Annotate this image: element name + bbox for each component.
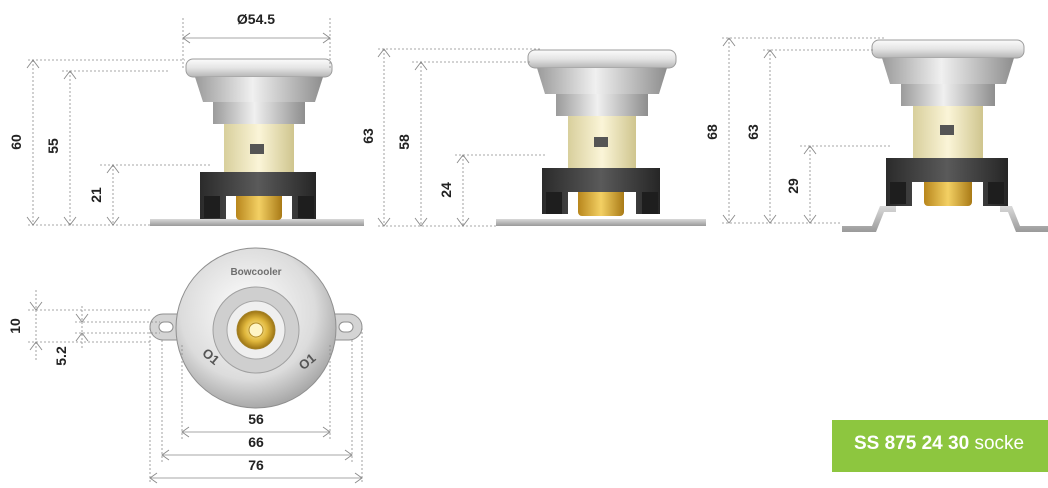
hole-offset-label: 5.2 bbox=[53, 346, 69, 366]
product-banner: SS 875 24 30 socke bbox=[832, 420, 1048, 472]
base-height-label: 24 bbox=[438, 182, 454, 198]
flange-thickness-label: 10 bbox=[7, 318, 23, 334]
base-height-label: 21 bbox=[88, 187, 104, 203]
socket-illustration bbox=[496, 49, 706, 226]
side-view-2: 63 58 24 bbox=[360, 48, 706, 227]
width-outer-label: 76 bbox=[248, 457, 264, 473]
mid-height-label: 58 bbox=[396, 134, 412, 150]
socket-illustration bbox=[150, 58, 364, 226]
dimension-widths: 56 66 76 bbox=[149, 328, 363, 484]
dimension-heights: 63 58 24 bbox=[360, 48, 545, 227]
overall-height-label: 63 bbox=[360, 128, 376, 144]
dimension-width: Ø54.5 bbox=[182, 11, 331, 68]
mid-height-label: 55 bbox=[45, 138, 61, 154]
overall-height-label: 68 bbox=[704, 124, 720, 140]
brand-mark: Bowcooler bbox=[230, 267, 281, 278]
socket-illustration bbox=[842, 39, 1048, 232]
dimension-heights: 60 55 21 bbox=[8, 59, 210, 226]
base-height-label: 29 bbox=[785, 178, 801, 194]
product-code: SS 875 24 30 bbox=[854, 433, 970, 454]
side-view-1: Ø54.5 60 55 21 bbox=[8, 11, 364, 226]
overall-height-label: 60 bbox=[8, 134, 24, 150]
dimension-heights: 68 63 29 bbox=[704, 37, 890, 224]
side-view-3: 68 63 29 bbox=[704, 37, 1048, 232]
product-suffix: socke bbox=[974, 433, 1025, 454]
socket-top-illustration: Bowcooler O1 O1 bbox=[149, 247, 363, 409]
width-mid-label: 66 bbox=[248, 434, 264, 450]
dimension-vertical: 10 5.2 bbox=[7, 290, 160, 366]
width-label: Ø54.5 bbox=[237, 11, 275, 27]
top-view: Bowcooler O1 O1 10 5.2 bbox=[7, 247, 363, 484]
mid-height-label: 63 bbox=[745, 124, 761, 140]
width-inner-label: 56 bbox=[248, 411, 264, 427]
